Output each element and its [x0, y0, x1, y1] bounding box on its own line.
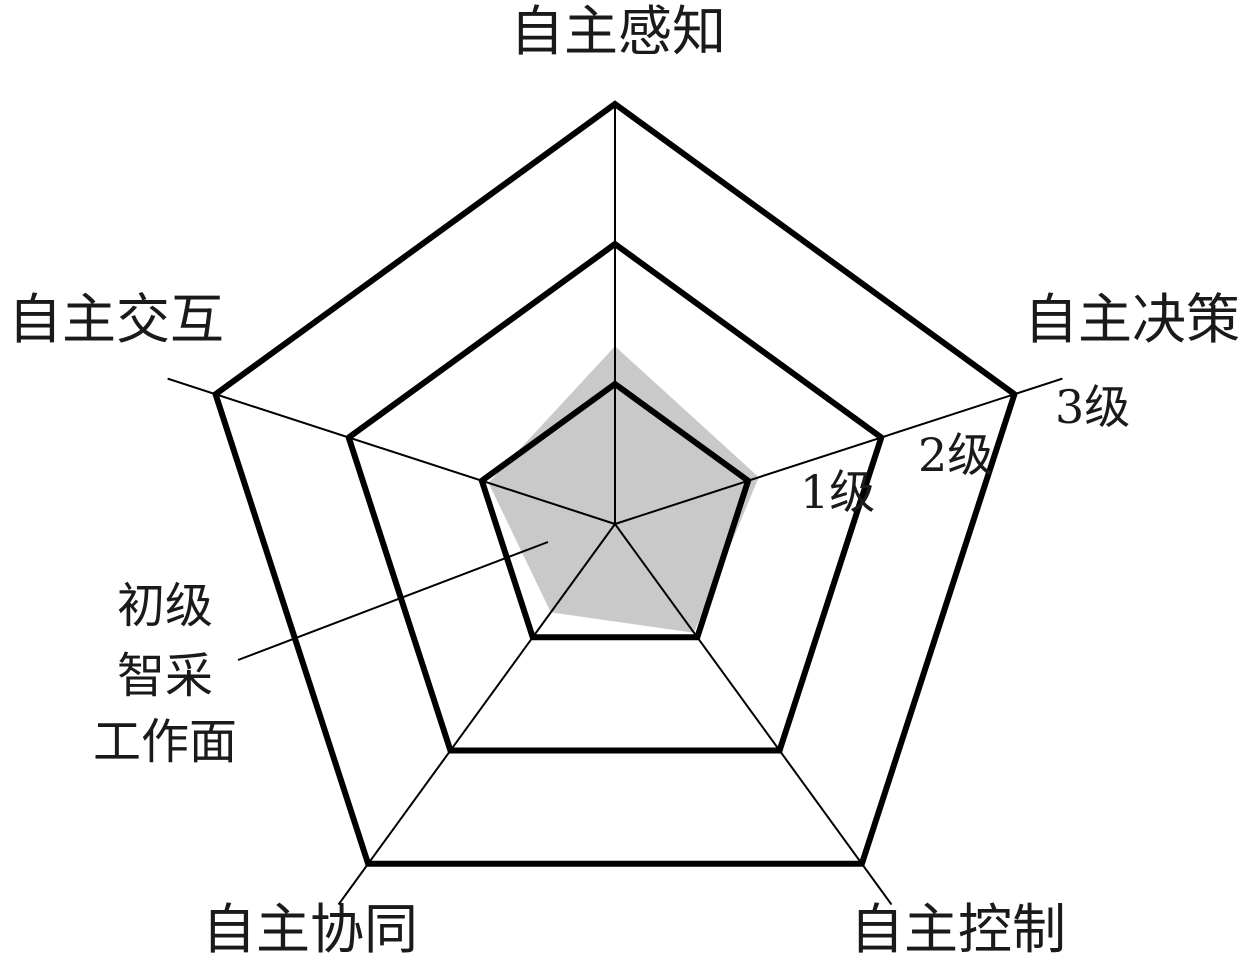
annotation-line-1: 初级 — [117, 578, 213, 634]
axis-spoke-3 — [337, 523, 616, 906]
series-layer — [488, 346, 759, 633]
axis-spoke-4 — [167, 377, 616, 525]
label-layer: 自主感知 自主决策 自主控制 自主协同 自主交互 1级 2级 3级 初级 智采 … — [8, 0, 1240, 959]
level-label-1: 1级 — [800, 465, 875, 519]
axis-label-interaction: 自主交互 — [8, 288, 224, 351]
grid-layer — [212, 100, 1018, 867]
axis-label-decision: 自主决策 — [1024, 288, 1240, 351]
axis-spoke-layer — [167, 104, 1063, 906]
annotation-leader-line — [237, 541, 549, 661]
axis-label-cooperation: 自主协同 — [202, 898, 418, 955]
axis-spoke-1 — [614, 377, 1063, 525]
axis-label-perception: 自主感知 — [510, 0, 726, 63]
grid-ring-level-1 — [478, 380, 752, 641]
series-area-0 — [488, 346, 759, 633]
level-label-2: 2级 — [918, 428, 993, 482]
annotation-line-2: 智采 — [117, 648, 213, 704]
axis-label-control: 自主控制 — [850, 898, 1066, 955]
annotation-line-3: 工作面 — [93, 714, 237, 770]
grid-ring-level-3 — [212, 100, 1018, 867]
axis-spoke-2 — [614, 523, 893, 906]
grid-ring-level-2 — [345, 240, 885, 754]
level-label-3: 3级 — [1055, 380, 1130, 434]
